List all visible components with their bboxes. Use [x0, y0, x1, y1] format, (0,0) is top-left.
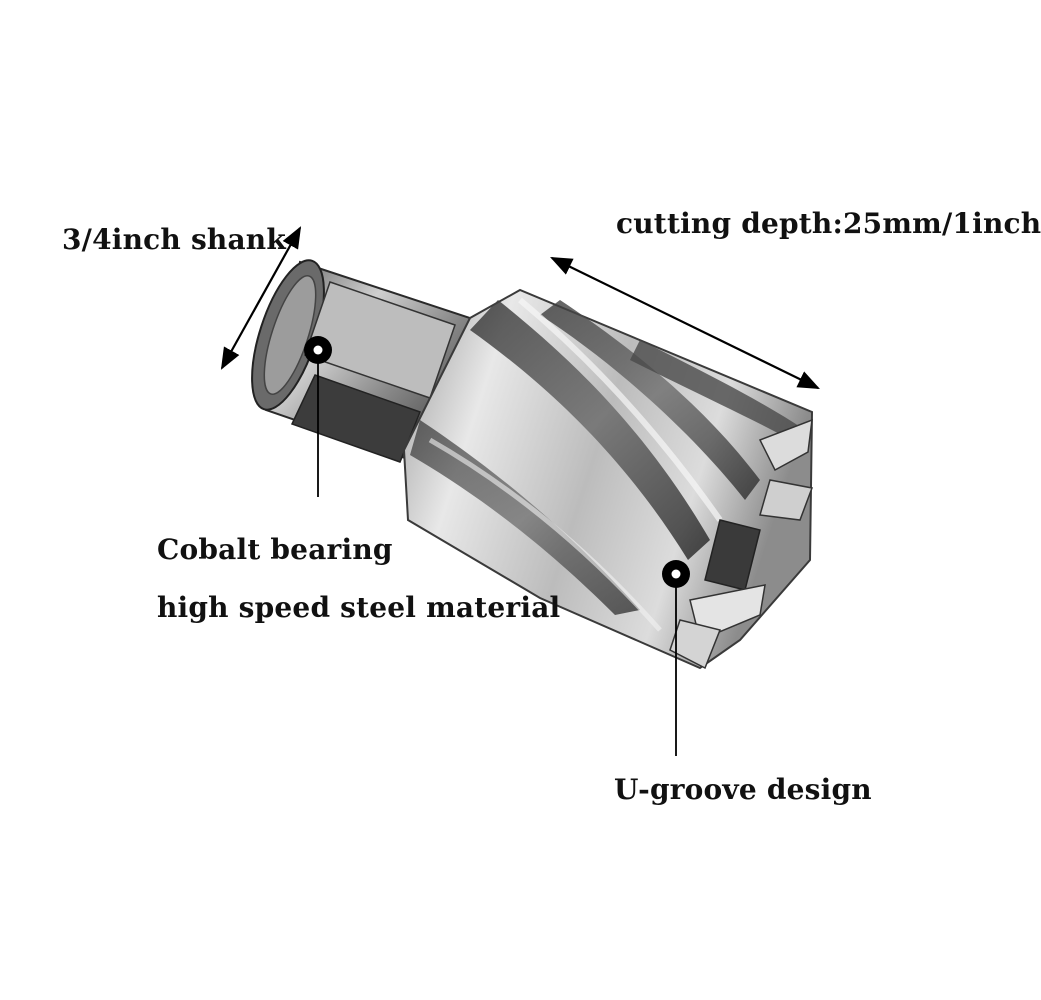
shank-size-label: 3/4inch shank: [62, 223, 286, 256]
u-groove-label: U-groove design: [614, 773, 872, 806]
material-callout: [304, 336, 332, 497]
material-label-line2: high speed steel material: [157, 591, 561, 624]
cutting-depth-label: cutting depth:25mm/1inch: [616, 207, 1041, 240]
shank-dimension-arrow: [220, 226, 302, 370]
material-label-line1: Cobalt bearing: [157, 533, 393, 566]
annular-cutter-illustration: [220, 226, 820, 756]
u-groove-callout: [662, 560, 690, 756]
product-diagram: 3/4inch shank cutting depth:25mm/1inch C…: [62, 209, 1041, 806]
depth-dimension-arrow: [550, 257, 820, 389]
